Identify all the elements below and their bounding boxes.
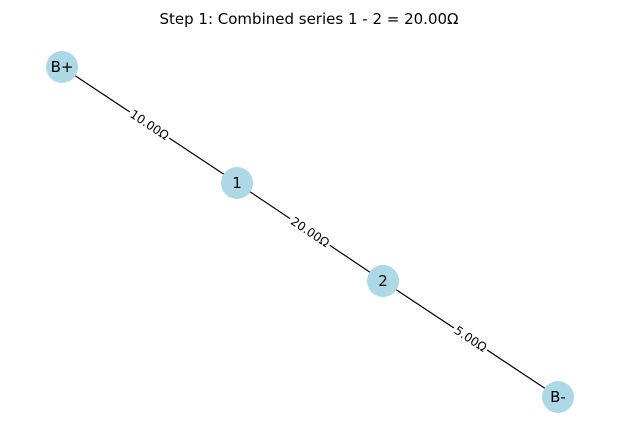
edge-label-background <box>285 212 335 252</box>
nodes-layer: B+ 1 2B- <box>46 51 574 413</box>
node-label-bminus: B- <box>550 388 566 406</box>
node-label-1: 1 <box>232 174 242 192</box>
node-1 <box>221 167 253 199</box>
diagram-title: Step 1: Combined series 1 - 2 = 20.00Ω <box>160 10 459 28</box>
edge-label-group: 20.00Ω <box>285 212 335 252</box>
node-bplus <box>46 51 78 83</box>
node-bminus <box>542 381 574 413</box>
node-label-2: 2 <box>378 272 388 290</box>
node-2 <box>367 265 399 297</box>
edge-label-group: 5.00Ω <box>449 321 492 357</box>
edge-label: 10.00Ω <box>127 107 171 143</box>
edge-label-background <box>449 321 492 357</box>
edge-label-group: 10.00Ω <box>125 105 174 145</box>
edge-label: 20.00Ω <box>288 214 332 250</box>
edges-layer: 10.00Ω 20.00Ω 5.00Ω <box>61 66 559 398</box>
edge-label-background <box>125 105 174 145</box>
node-label-bplus: B+ <box>51 58 74 76</box>
